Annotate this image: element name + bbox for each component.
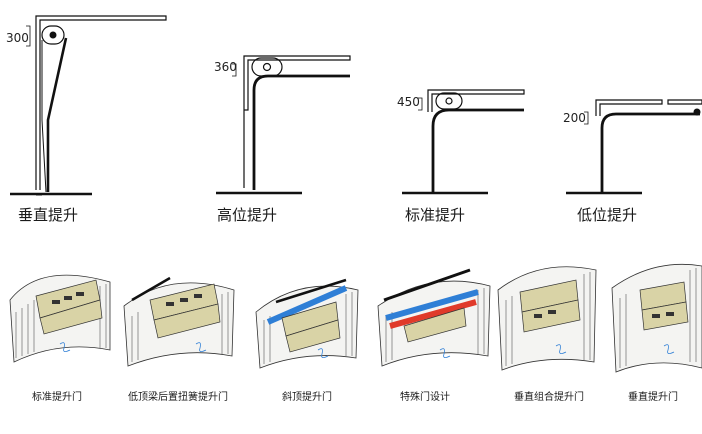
door-illustration-sloped-roof [255,278,359,369]
dimension-label-1: 300 [6,31,29,45]
caption-special-door: 特殊门设计 [400,392,450,403]
door-illustration-low-headroom [123,276,235,367]
door-illustration-vertical-combined [497,266,597,371]
profile-vertical-lift [10,15,167,196]
caption-vertical-door: 垂直提升门 [628,392,678,403]
caption-low-headroom-door: 低顶梁后置扭簧提升门 [128,392,228,403]
caption-vertical-combined-door: 垂直组合提升门 [514,392,584,403]
dimension-label-4: 200 [563,111,586,125]
caption-standard-lift: 标准提升 [405,206,466,224]
caption-standard-door: 标准提升门 [32,392,82,403]
caption-low-lift: 低位提升 [577,206,638,224]
caption-high-lift: 高位提升 [217,206,278,224]
caption-sloped-roof-door: 斜顶提升门 [282,392,332,403]
profile-standard-lift [402,89,525,195]
dimension-label-2: 360 [214,60,237,74]
profile-high-lift [216,55,351,195]
door-illustration-vertical [611,263,702,373]
door-illustration-special [377,268,491,367]
door-illustration-standard [9,274,111,363]
dimension-label-3: 450 [397,95,420,109]
profile-low-lift [566,99,702,195]
caption-vertical-lift: 垂直提升 [18,206,79,224]
